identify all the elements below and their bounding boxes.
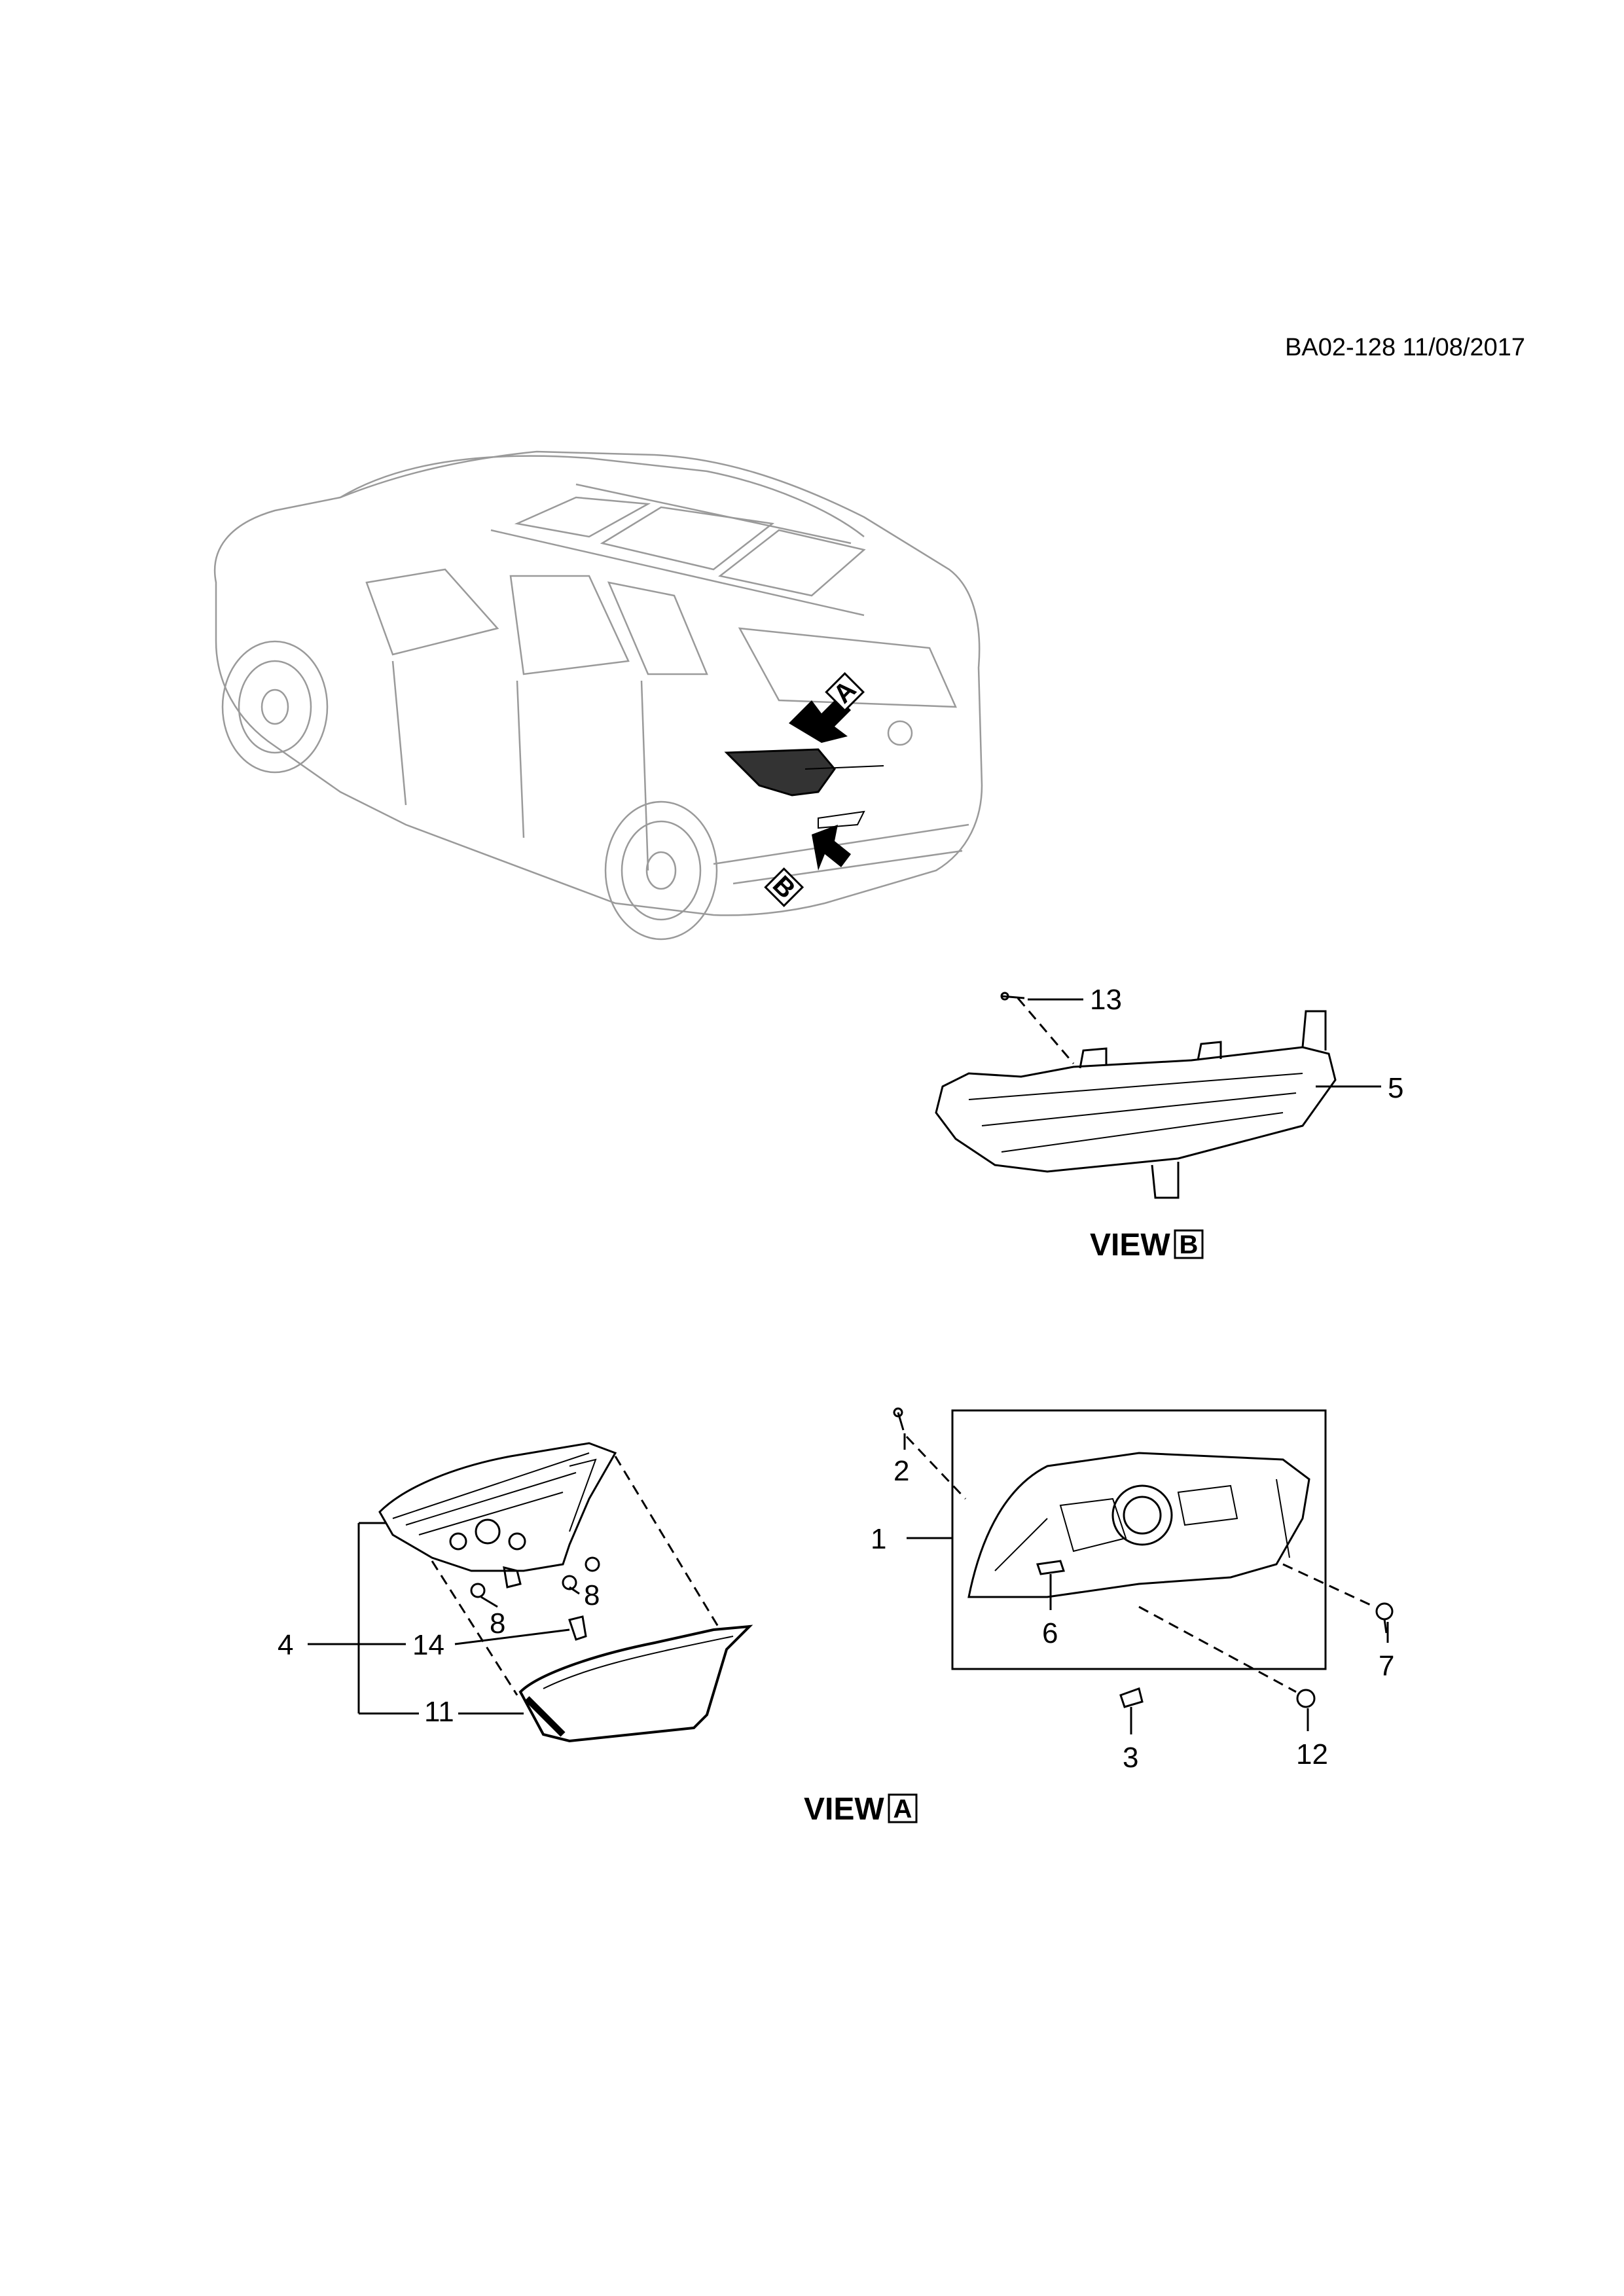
bulb-14 <box>568 1615 587 1641</box>
view-a-title: VIEW <box>804 1792 884 1827</box>
callout-8-right: 8 <box>584 1579 600 1611</box>
callout-1: 1 <box>871 1523 886 1555</box>
view-a-letter: A <box>893 1795 912 1823</box>
diagram-code: BA02-128 11/08/2017 <box>1285 334 1525 361</box>
nut-8-c <box>585 1556 600 1572</box>
callout-14: 14 <box>412 1629 444 1661</box>
callout-4: 4 <box>278 1629 293 1661</box>
callout-6: 6 <box>1042 1617 1058 1649</box>
arrow-view-b: B <box>764 825 851 908</box>
tail-lamp-highlight <box>724 748 836 797</box>
callout-8-left: 8 <box>490 1607 505 1640</box>
screw-13 <box>1000 992 1025 1001</box>
lamp-housing-1 <box>967 1452 1310 1598</box>
callout-11: 11 <box>424 1696 454 1728</box>
callout-7: 7 <box>1379 1650 1394 1682</box>
bulb-socket <box>503 1566 522 1588</box>
view-b-title: VIEW <box>1090 1228 1170 1263</box>
detail-frame <box>951 1409 1327 1670</box>
callout-13: 13 <box>1090 984 1122 1016</box>
lamp-lens-11 <box>518 1624 753 1743</box>
part-6 <box>1036 1560 1065 1575</box>
tail-lamp-assembly <box>378 1442 617 1572</box>
reflector-assembly <box>935 1010 1337 1199</box>
callout-2: 2 <box>893 1455 909 1487</box>
screw-7 <box>1375 1602 1394 1621</box>
screw-12 <box>1296 1689 1316 1708</box>
callout-3: 3 <box>1123 1742 1138 1774</box>
arrow-view-a: A <box>789 672 865 743</box>
vehicle-illustration <box>213 450 983 941</box>
callout-12: 12 <box>1296 1738 1328 1770</box>
view-b-letter: B <box>1180 1230 1199 1259</box>
nut-8-a <box>470 1583 486 1598</box>
nut-8-b <box>562 1575 577 1590</box>
callout-5: 5 <box>1388 1072 1403 1104</box>
clip-3 <box>1119 1687 1144 1708</box>
